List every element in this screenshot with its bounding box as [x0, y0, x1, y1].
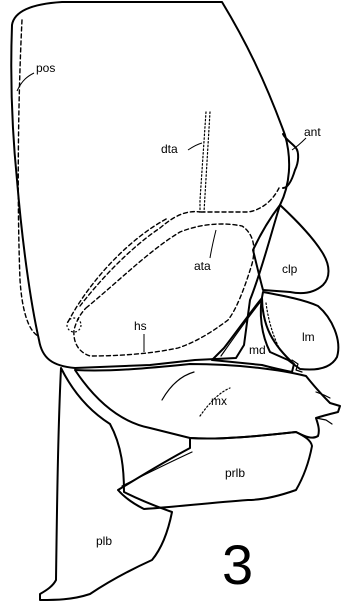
maxilla-fold-1 — [162, 372, 194, 400]
anterior-tentorial-arm — [74, 224, 254, 356]
mandible-outline — [212, 298, 294, 372]
head-capsule-outline — [11, 2, 289, 368]
postlabium-outline — [40, 368, 172, 600]
ant-leader — [292, 138, 306, 150]
ant-label: ant — [304, 125, 321, 139]
prelabium-inner-line — [122, 452, 192, 486]
prelabium-outline — [118, 432, 312, 509]
md-label: md — [249, 343, 266, 357]
hypostomal-ridge — [80, 212, 200, 306]
antenna-outline — [283, 134, 298, 188]
mandible-dotted-edge — [266, 303, 280, 350]
ata-label: ata — [194, 259, 211, 273]
dta-leader — [188, 143, 202, 150]
hs-label: hs — [134, 319, 147, 333]
dta-label: dta — [161, 142, 178, 156]
mx-label: mx — [211, 394, 227, 408]
clp-label: clp — [282, 262, 298, 276]
prlb-label: prlb — [225, 466, 245, 480]
ata-leader — [210, 230, 216, 258]
lm-label: lm — [302, 330, 315, 344]
tentorial-ridge — [201, 188, 279, 212]
maxilla-outline — [75, 364, 340, 439]
figure-number: 3 — [222, 533, 253, 596]
plb-label: plb — [96, 534, 112, 548]
pos-label: pos — [36, 61, 55, 75]
clypeus-outline — [253, 205, 329, 293]
labrum-outline — [261, 292, 339, 370]
posterior-tentorial-arm-line — [68, 218, 168, 322]
